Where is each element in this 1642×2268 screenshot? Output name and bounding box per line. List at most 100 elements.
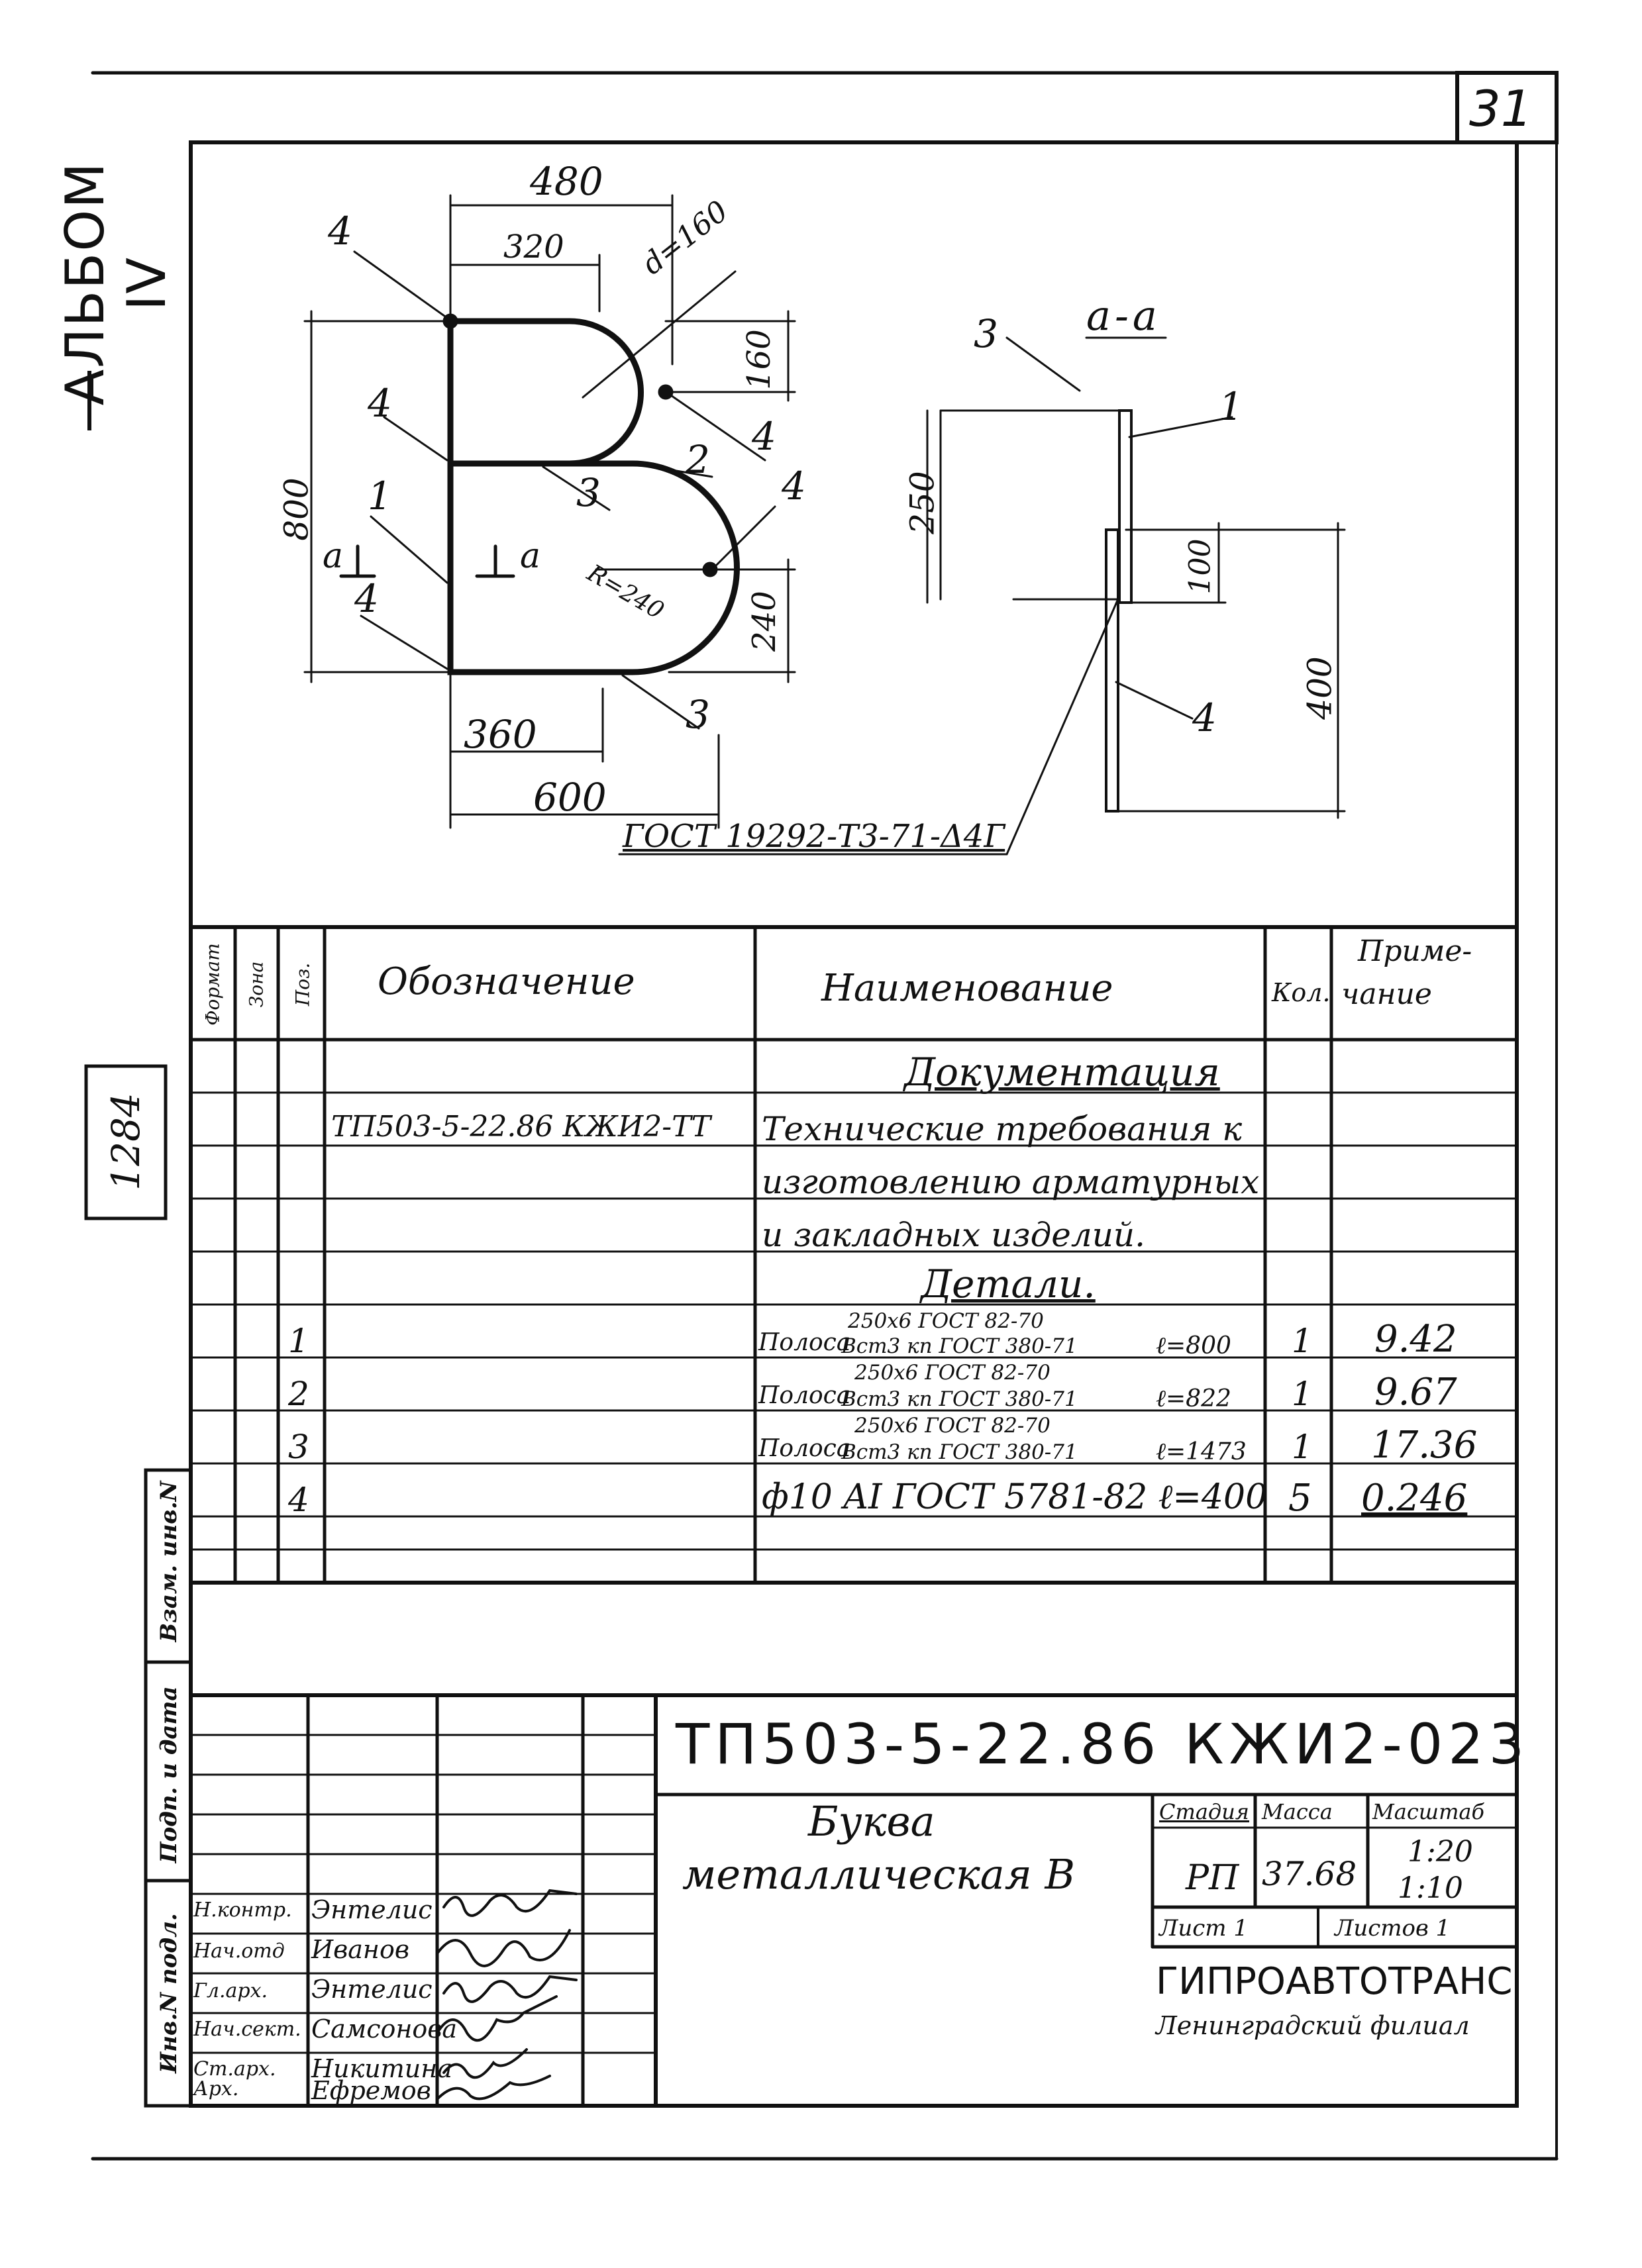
sheet-label: Лист 1 bbox=[1159, 1915, 1248, 1942]
inventory-box bbox=[84, 1064, 168, 1220]
signer-role: Арх. bbox=[193, 2077, 239, 2100]
mass-value: 37.68 bbox=[1262, 1855, 1357, 1893]
header-pos: Поз. bbox=[291, 962, 314, 1007]
part-pos: 4 bbox=[288, 1481, 309, 1519]
callout-4-right-bottom: 4 bbox=[782, 464, 806, 509]
dim-320: 320 bbox=[503, 228, 564, 266]
part-pos: 3 bbox=[288, 1428, 309, 1466]
part-pos: 2 bbox=[288, 1375, 309, 1413]
document-code: ТП503-5-22.86 КЖИ2-023 bbox=[676, 1712, 1530, 1777]
doc-name-line-3: и закладных изделий. bbox=[762, 1216, 1146, 1254]
organization: ГИПРОАВТОТРАНС bbox=[1156, 1960, 1513, 2003]
part-qty: 1 bbox=[1292, 1322, 1313, 1360]
callout-4-mid: 4 bbox=[368, 381, 392, 426]
part-note: 9.42 bbox=[1374, 1318, 1457, 1361]
signer-name: Иванов bbox=[311, 1935, 409, 1964]
part-length: ℓ=1473 bbox=[1156, 1438, 1247, 1465]
album-left-rule bbox=[87, 371, 91, 430]
part-length: ℓ=800 bbox=[1156, 1332, 1231, 1359]
part-material-top: 250x6 ГОСТ 82-70 bbox=[854, 1414, 1051, 1438]
dim-section-100: 100 bbox=[1183, 538, 1217, 595]
inventory-number: 1284 bbox=[103, 1093, 148, 1191]
side-label-box-3 bbox=[144, 1879, 193, 2108]
section-callout-1: 1 bbox=[1219, 384, 1243, 429]
header-name: Наименование bbox=[821, 967, 1113, 1010]
stage-label: Стадия bbox=[1159, 1799, 1249, 1824]
anchor-rod bbox=[1105, 528, 1119, 813]
header-qty: Кол. bbox=[1272, 978, 1331, 1007]
stage-value: РП bbox=[1186, 1858, 1239, 1898]
dim-600: 600 bbox=[533, 775, 607, 820]
signer-role: Ст.арх. bbox=[193, 2057, 276, 2081]
header-zone: Зона bbox=[245, 961, 268, 1008]
inner-frame bbox=[189, 140, 1519, 2108]
callout-4-bottom: 4 bbox=[354, 576, 379, 621]
side-label-original: Инв.N подл. bbox=[156, 1913, 182, 2073]
dim-360: 360 bbox=[464, 712, 537, 757]
signer-role: Нач.отд bbox=[193, 1940, 285, 1963]
dim-240: 240 bbox=[745, 591, 783, 652]
part-material-top: 250x6 ГОСТ 82-70 bbox=[848, 1309, 1044, 1333]
header-note-1: Приме- bbox=[1358, 934, 1472, 968]
callout-1: 1 bbox=[368, 473, 392, 518]
section-parts: Детали. bbox=[921, 1261, 1096, 1307]
mass-label: Масса bbox=[1262, 1799, 1333, 1824]
part-note: 17.36 bbox=[1371, 1424, 1478, 1467]
sheet-number-box bbox=[1455, 71, 1559, 144]
part-qty: 5 bbox=[1288, 1477, 1312, 1520]
section-callout-3: 3 bbox=[974, 311, 998, 356]
signer-name: Никитина bbox=[311, 2054, 452, 2083]
callout-2: 2 bbox=[686, 437, 710, 482]
dim-160: 160 bbox=[740, 329, 778, 390]
scale-value-1: 1:20 bbox=[1408, 1835, 1473, 1869]
part-note: 9.67 bbox=[1374, 1371, 1457, 1414]
side-label-replaced: Взам. инв.N bbox=[156, 1481, 182, 1642]
part-qty: 1 bbox=[1292, 1428, 1313, 1466]
section-mark-right: a bbox=[520, 536, 541, 576]
sheets-label: Листов 1 bbox=[1335, 1915, 1451, 1942]
header-format: Формат bbox=[201, 943, 224, 1026]
side-label-signature: Подп. и дата bbox=[156, 1686, 182, 1863]
scale-label: Масштаб bbox=[1372, 1799, 1485, 1824]
signer-role: Н.контр. bbox=[193, 1898, 292, 1922]
signer-name: Ефремов bbox=[311, 2076, 431, 2105]
sheet-number: 31 bbox=[1469, 79, 1533, 138]
signer-name: Энтелис bbox=[311, 1975, 433, 2004]
dim-section-400: 400 bbox=[1300, 656, 1339, 720]
callout-4-top: 4 bbox=[328, 209, 352, 254]
part-note: 0.246 bbox=[1361, 1477, 1468, 1520]
part-prefix: Полоса bbox=[758, 1329, 851, 1356]
header-note-2: чание bbox=[1341, 977, 1432, 1011]
doc-name-line-2: изготовлению арматурных bbox=[762, 1163, 1260, 1201]
part-material-bottom: Bст3 кп ГОСТ 380-71 bbox=[841, 1440, 1078, 1464]
letter-b-plan bbox=[303, 194, 796, 829]
part-length: ф10 AI ГОСТ 5781-82 ℓ=400 bbox=[762, 1477, 1268, 1517]
section-callout-4: 4 bbox=[1192, 695, 1217, 740]
title-line-1: Буква bbox=[808, 1797, 935, 1846]
section-a-a bbox=[618, 336, 1346, 856]
signer-name: Самсонова bbox=[311, 2014, 458, 2044]
signer-name: Энтелис bbox=[311, 1895, 433, 1924]
callout-4-right-top: 4 bbox=[752, 414, 776, 459]
part-pos: 1 bbox=[288, 1322, 309, 1360]
signer-role: Нач.сект. bbox=[193, 2018, 301, 2041]
section-mark-left: a bbox=[323, 536, 344, 576]
doc-designation: ТП503-5-22.86 КЖИ2-ТТ bbox=[331, 1110, 711, 1144]
section-documentation: Документация bbox=[904, 1050, 1220, 1095]
title-line-2: металлическая В bbox=[682, 1850, 1076, 1898]
part-length: ℓ=822 bbox=[1156, 1385, 1231, 1412]
part-material-bottom: Bст3 кп ГОСТ 380-71 bbox=[841, 1334, 1078, 1358]
signer-role: Гл.арх. bbox=[193, 1979, 268, 2002]
part-qty: 1 bbox=[1292, 1375, 1313, 1413]
weld-note: ГОСТ 19292-Т3-71-Δ4Г bbox=[623, 818, 1005, 855]
callout-3-bottom: 3 bbox=[686, 692, 710, 737]
dim-480: 480 bbox=[530, 159, 603, 204]
section-title: a-a bbox=[1086, 291, 1161, 340]
header-designation: Обозначение bbox=[378, 960, 635, 1003]
doc-name-line-1: Технические требования к bbox=[762, 1110, 1243, 1148]
dim-section-250: 250 bbox=[903, 471, 942, 534]
dim-800: 800 bbox=[277, 477, 316, 541]
part-prefix: Полоса bbox=[758, 1435, 851, 1462]
strip-plate bbox=[1118, 409, 1133, 604]
